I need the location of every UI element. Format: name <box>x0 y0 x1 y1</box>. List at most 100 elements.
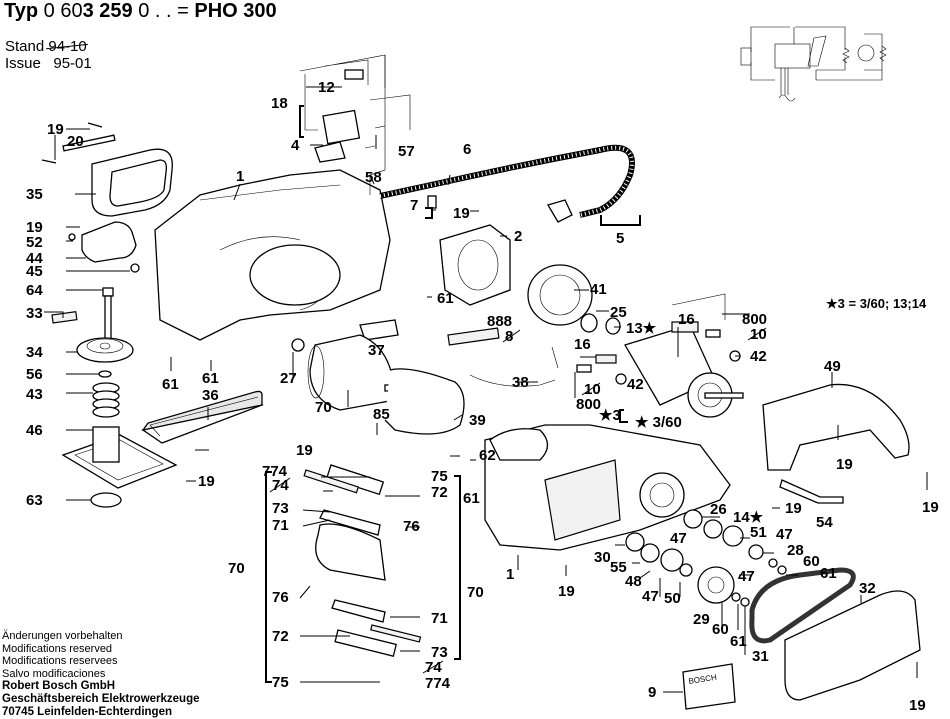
part-7-strain-relief <box>427 195 437 209</box>
callout-19: 19 <box>558 583 575 600</box>
callout-4: 4 <box>291 137 300 154</box>
callout-48: 48 <box>625 573 642 590</box>
bracket-5 <box>600 215 641 226</box>
screws-19 <box>41 122 103 164</box>
callout-20: 20 <box>67 133 84 150</box>
callout-19: 19 <box>26 219 43 236</box>
callout-25: 25 <box>610 304 627 321</box>
part-36-sole-plate <box>141 390 264 444</box>
part-42-spring-b <box>615 373 627 385</box>
bracket-70-right <box>454 475 461 660</box>
callout-774: 774 <box>262 463 288 480</box>
stand-row: Stand 94-10 <box>5 38 87 55</box>
callout-75: 75 <box>272 674 289 691</box>
part-33-plate <box>51 310 78 324</box>
callout-10-struck: 10 <box>750 326 767 343</box>
callout-888: 888 <box>487 313 512 330</box>
callout-70: 70 <box>315 399 332 416</box>
part-20-strip <box>62 134 116 152</box>
footer-line: Modifications reservees <box>2 655 118 668</box>
callout-70: 70 <box>467 584 484 601</box>
callout-57: 57 <box>398 143 415 160</box>
callout-76: 76 <box>403 518 420 535</box>
callout-8-struck: 8 <box>505 328 513 345</box>
callout-13-star: 13★ <box>626 320 657 337</box>
callout-19: 19 <box>836 456 853 473</box>
callout-27: 27 <box>280 370 297 387</box>
callout-63: 63 <box>26 492 43 509</box>
callout-41: 41 <box>590 281 607 298</box>
callout-2: 2 <box>514 228 522 245</box>
callout-36: 36 <box>202 387 219 404</box>
part-1-housing-bottom <box>484 424 731 551</box>
callout-16: 16 <box>574 336 591 353</box>
part-888-label <box>447 327 500 346</box>
callout-18: 18 <box>271 95 288 112</box>
part-16-brush-holder-b <box>595 354 617 364</box>
callout-31: 31 <box>752 648 769 665</box>
callout-19: 19 <box>453 205 470 222</box>
drive-train-parts <box>625 509 787 607</box>
callout-85: 85 <box>373 406 390 423</box>
part-800-brush-b <box>576 364 592 373</box>
callout-37: 37 <box>368 342 385 359</box>
callout-19: 19 <box>296 442 313 459</box>
part-37-plate <box>359 319 399 341</box>
callout-7: 7 <box>410 197 418 214</box>
callout-47: 47 <box>642 588 659 605</box>
star-note: ★3 = 3/60; 13;14 <box>826 296 927 311</box>
callout-73: 73 <box>431 644 448 661</box>
callout-61: 61 <box>730 633 747 650</box>
callout-62: 62 <box>479 447 496 464</box>
callout-45: 45 <box>26 263 43 280</box>
blade-assembly-lower <box>331 599 422 657</box>
callout-star-3: ★3 <box>599 407 621 424</box>
callout-76: 76 <box>272 589 289 606</box>
callout-50: 50 <box>664 590 681 607</box>
callout-12: 12 <box>318 79 335 96</box>
part-64-bolt <box>102 287 114 345</box>
callout-33: 33 <box>26 305 43 322</box>
callout-42: 42 <box>627 376 644 393</box>
part-4-switch <box>299 54 411 195</box>
part-3-armature <box>624 324 744 418</box>
part-45-nut <box>130 263 140 273</box>
type-heading: Typ 0 603 259 0 . . = PHO 300 <box>4 0 277 23</box>
callout-55: 55 <box>610 559 627 576</box>
callout-35: 35 <box>26 186 43 203</box>
callout-34: 34 <box>26 344 43 361</box>
callout-800: 800 <box>742 311 767 328</box>
bracket-19-screws <box>425 207 433 219</box>
footer-line: Modifications reserved <box>2 642 113 655</box>
callout-26: 26 <box>710 501 727 518</box>
callout-43: 43 <box>26 386 43 403</box>
callout-6: 6 <box>463 141 471 158</box>
part-49-chip-guard <box>762 383 910 471</box>
nameplate-brand: BOSCH <box>688 673 718 686</box>
callout-61: 61 <box>202 370 219 387</box>
company-line: 70745 Leinfelden-Echterdingen <box>2 706 172 719</box>
callout-30: 30 <box>594 549 611 566</box>
callout-61: 61 <box>162 376 179 393</box>
part-31-drive-belt <box>749 567 856 644</box>
part-52-washer <box>68 233 76 241</box>
callout-61: 61 <box>463 490 480 507</box>
callout-38: 38 <box>512 374 529 391</box>
bracket-3 <box>619 409 628 423</box>
part-800-brush <box>705 329 721 338</box>
callout-19: 19 <box>922 499 939 516</box>
callout-47: 47 <box>670 530 687 547</box>
stand-value-struck: 94-10 <box>48 38 87 55</box>
callout-52: 52 <box>26 234 43 251</box>
callout-72: 72 <box>272 628 289 645</box>
callout-46: 46 <box>26 422 43 439</box>
callout-774: 774 <box>425 675 451 692</box>
callout-47: 47 <box>738 568 755 585</box>
callout-1: 1 <box>506 566 514 583</box>
type-number-b: 3 259 <box>82 0 133 22</box>
callout-74-struck: 74 <box>425 659 442 676</box>
callout-47: 47 <box>776 526 793 543</box>
part-46-front-base <box>61 426 178 489</box>
callout-60: 60 <box>803 553 820 570</box>
callout-71: 71 <box>272 517 289 534</box>
